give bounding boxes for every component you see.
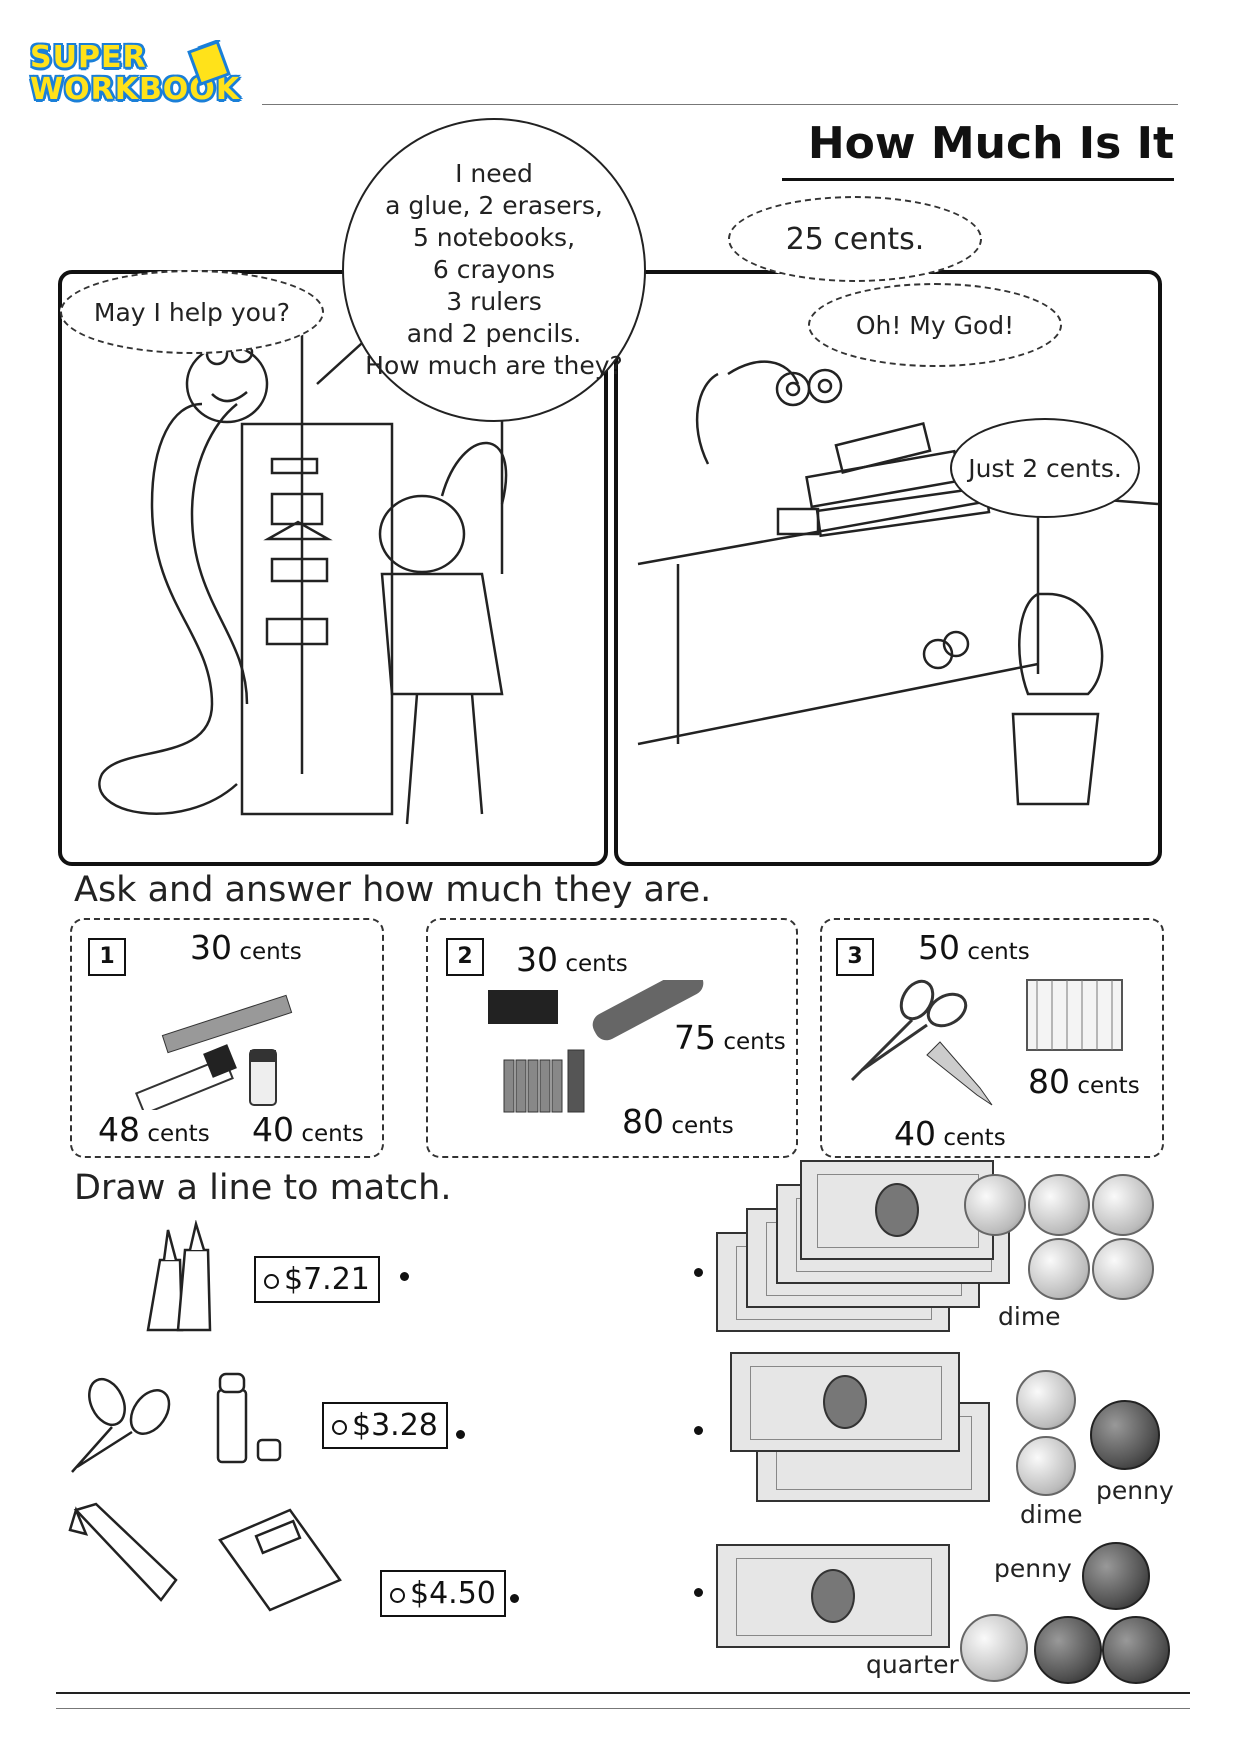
one-dollar-bill [716,1544,950,1648]
markers-icon [146,1220,212,1332]
speech-bubble-25-cents: 25 cents. [728,196,982,282]
highlighter-icon [68,1502,178,1602]
footer-rule-thin [56,1708,1190,1709]
price-label: 48 cents [98,1110,210,1149]
quarter-coin [960,1614,1028,1682]
speech-bubble-oh-my-god: Oh! My God! [808,283,1062,367]
ruler-marker-glue-image [134,994,293,1110]
penny-coin [1102,1616,1170,1684]
logo-line-1: SUPER [30,40,147,75]
match-dot-left-1[interactable] [400,1272,409,1281]
price-tag-1: $7.21 [254,1256,380,1303]
dime-coin [1016,1436,1076,1496]
dime-coin [1016,1370,1076,1430]
speech-bubble-may-i-help: May I help you? [60,270,324,354]
dime-coin [1092,1174,1154,1236]
price-label: 80 cents [622,1102,734,1141]
footer-rule [56,1692,1190,1694]
speech-text: I need a glue, 2 erasers, 5 notebooks, 6… [365,159,623,380]
speech-text: Just 2 cents. [968,453,1122,483]
eraser-pencilcase-crayons-image [488,980,704,1113]
super-workbook-logo: SUPER WORKBOOK [30,40,250,110]
ask-heading: Ask and answer how much they are. [74,870,712,910]
coin-label: penny [1096,1476,1174,1505]
coin-label: penny [994,1554,1072,1583]
price-label: 50 cents [918,928,1030,967]
speech-bubble-shopping-list: I need a glue, 2 erasers, 5 notebooks, 6… [342,118,646,422]
speech-text: 25 cents. [785,221,925,257]
portrait-image [823,1375,867,1429]
price-label: 40 cents [252,1110,364,1149]
match-dot-right-3[interactable] [694,1588,703,1597]
speech-bubble-just-2-cents: Just 2 cents. [950,418,1140,518]
page-title: How Much Is It [807,118,1174,169]
question-box-1: 1 30 cents 48 cents 40 cents [70,918,384,1158]
coin-label: dime [1020,1500,1083,1529]
dime-coin [1028,1238,1090,1300]
coin-label: dime [998,1302,1061,1331]
dime-coin [1092,1238,1154,1300]
notepad-icon [187,40,231,87]
portrait-image [811,1569,855,1623]
comic-panel-2 [614,270,1162,866]
price-tag-2: $3.28 [322,1402,448,1449]
header-rule [262,104,1178,105]
scissors-icon [71,1377,171,1473]
match-dot-right-2[interactable] [694,1426,703,1435]
price-label: 75 cents [674,1018,786,1057]
speech-text: May I help you? [93,297,291,327]
match-heading: Draw a line to match. [74,1168,452,1208]
dime-coin [964,1174,1026,1236]
question-box-3: 3 50 cents 80 cents 40 cents [820,918,1164,1158]
question-number: 1 [88,938,126,976]
one-dollar-bill [800,1160,994,1260]
match-dot-right-1[interactable] [694,1268,703,1277]
coin-label: quarter [866,1650,959,1679]
scissors-notebook-pencil-image [850,979,1123,1106]
penny-coin [1090,1400,1160,1470]
penny-coin [1082,1542,1150,1610]
price-label: 30 cents [516,940,628,979]
question-number: 3 [836,938,874,976]
portrait-image [875,1183,919,1237]
speech-text: Oh! My God! [855,310,1015,340]
price-label: 80 cents [1028,1062,1140,1101]
penny-coin [1034,1616,1102,1684]
match-dot-left-3[interactable] [510,1594,519,1603]
glue-stick-icon [216,1372,282,1464]
title-underline [782,178,1174,181]
question-box-2: 2 30 cents 75 cents 80 cents [426,918,798,1158]
price-label: 40 cents [894,1114,1006,1153]
notebook-icon [218,1508,342,1612]
question-number: 2 [446,938,484,976]
dime-coin [1028,1174,1090,1236]
five-dollar-bill [730,1352,960,1452]
price-tag-3: $4.50 [380,1570,506,1617]
match-dot-left-2[interactable] [456,1430,465,1439]
price-label: 30 cents [190,928,302,967]
